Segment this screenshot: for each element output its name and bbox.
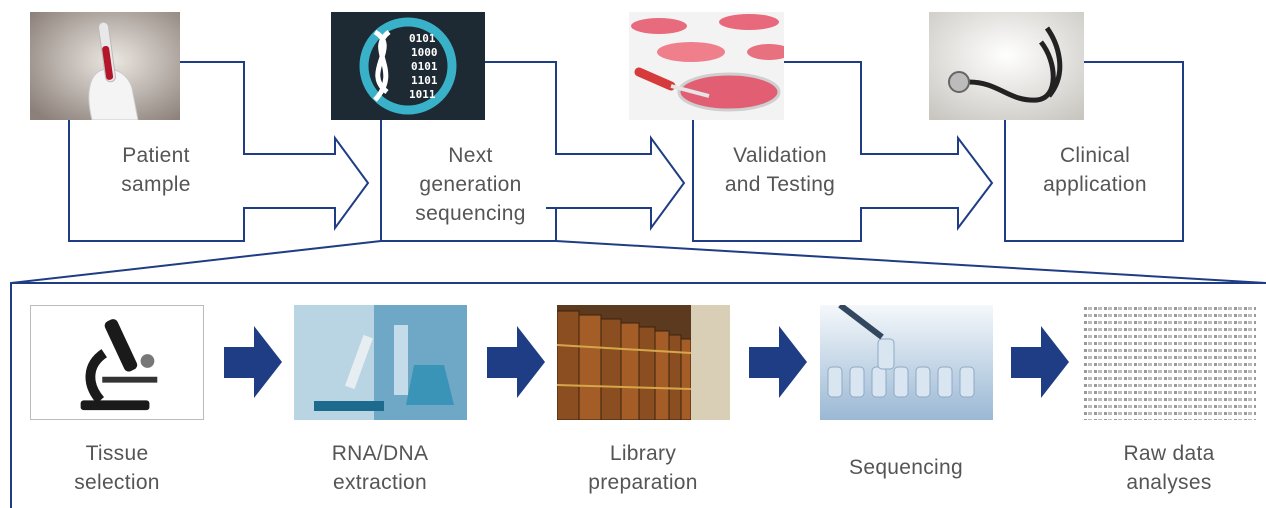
ngs-photo: 0101 1000 0101 1101 1011	[331, 12, 485, 120]
top-step-outline-3	[692, 61, 994, 242]
top-step-label-2: Next generation sequencing	[415, 144, 526, 225]
top-step-label-3: Validation and Testing	[724, 144, 836, 196]
sequence-text-icon	[1083, 305, 1256, 420]
top-step-label-4: Clinical application	[1043, 144, 1147, 196]
sample-tubes-icon	[820, 305, 993, 420]
detail-step-label-2: RNA/DNA extraction	[331, 442, 429, 494]
dna-binary-icon: 0101 1000 0101 1101 1011	[331, 12, 485, 120]
stethoscope-icon	[929, 12, 1084, 120]
petri-dish-icon	[629, 12, 784, 120]
top-step-outline-4	[1004, 61, 1184, 242]
binary-line-4: 1101	[411, 74, 438, 87]
library-photo	[557, 305, 730, 420]
blood-sample-tube-icon	[30, 12, 180, 120]
detail-step-label-3: Library preparation	[588, 442, 698, 494]
detail-step-label-1: Tissue selection	[74, 442, 160, 494]
microscope-icon	[31, 306, 203, 419]
extraction-photo	[294, 305, 467, 420]
raw-data-photo	[1083, 305, 1256, 420]
detail-step-label-4: Sequencing	[849, 456, 963, 479]
patient-sample-photo	[30, 12, 180, 120]
tissue-selection-photo	[30, 305, 204, 420]
detail-step-label-5: Raw data analyses	[1123, 442, 1215, 494]
binary-line-1: 0101	[409, 32, 436, 45]
binary-line-3: 0101	[411, 60, 438, 73]
clinical-photo	[929, 12, 1084, 120]
sequencing-photo	[820, 305, 993, 420]
top-step-label-1: Patient sample	[121, 144, 191, 196]
validation-photo	[629, 12, 784, 120]
library-books-icon	[557, 305, 730, 420]
binary-line-5: 1011	[409, 88, 436, 101]
lab-pipette-icon	[294, 305, 467, 420]
top-step-outline-1	[68, 61, 370, 242]
binary-line-2: 1000	[411, 46, 438, 59]
